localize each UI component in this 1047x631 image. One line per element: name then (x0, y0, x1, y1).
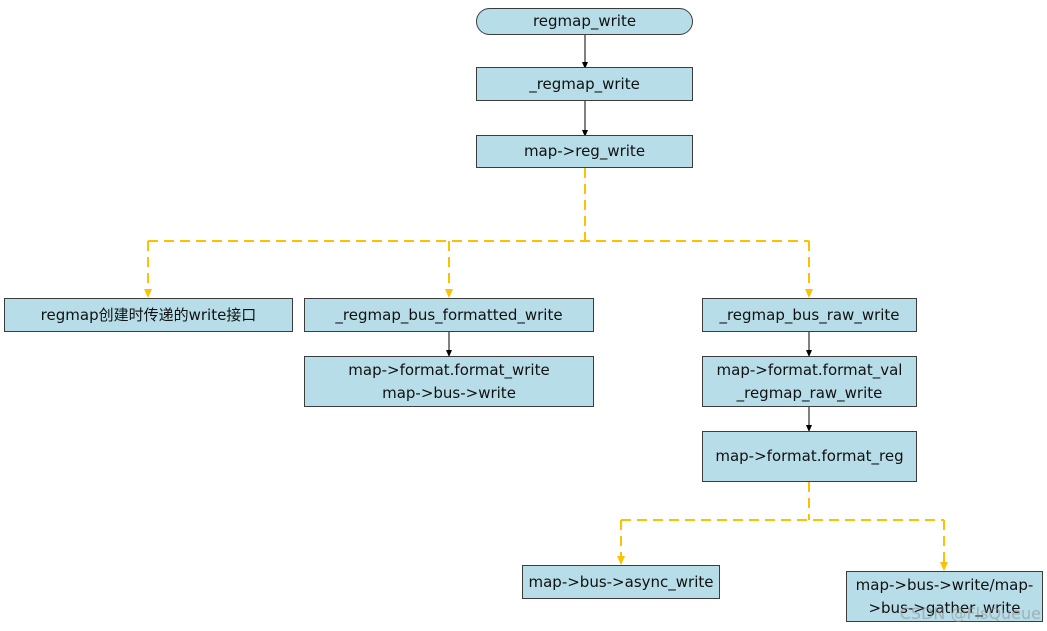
node-label-line2: _regmap_raw_write (736, 383, 883, 402)
node-label: _regmap_write (529, 74, 640, 93)
node-reg-write: map->reg_write (476, 135, 693, 168)
node-internal-regmap-write: _regmap_write (476, 67, 693, 101)
dashed-branch-format-reg (621, 482, 944, 521)
node-create-write-interface: regmap创建时传递的write接口 (4, 298, 293, 332)
dashed-branch-reg-write (148, 168, 809, 242)
node-label-line1: map->bus->write/map- (855, 575, 1034, 594)
node-regmap-write: regmap_write (476, 8, 693, 35)
node-write-gather-write: map->bus->write/map- >bus->gather_write (846, 571, 1043, 622)
node-label: _regmap_bus_formatted_write (335, 305, 563, 324)
node-async-write: map->bus->async_write (522, 565, 720, 599)
node-format-val-raw-write: map->format.format_val _regmap_raw_write (702, 356, 917, 407)
node-label: regmap创建时传递的write接口 (40, 305, 257, 324)
node-label: regmap_write (532, 12, 637, 30)
node-bus-raw-write: _regmap_bus_raw_write (702, 298, 917, 332)
node-format-reg: map->format.format_reg (702, 431, 917, 482)
node-label: _regmap_bus_raw_write (719, 305, 900, 324)
node-label-line1: map->format.format_val (716, 360, 903, 379)
node-label: map->format.format_reg (715, 447, 904, 465)
node-format-write-bus-write: map->format.format_write map->bus->write (304, 356, 594, 407)
watermark: CSDN @FlsQueue (899, 604, 1041, 623)
node-bus-formatted-write: _regmap_bus_formatted_write (304, 298, 594, 332)
node-label-line1: map->format.format_write (348, 360, 550, 379)
node-label: map->bus->async_write (528, 572, 714, 591)
node-label: map->reg_write (523, 142, 646, 160)
node-label-line2: >bus->gather_write (868, 598, 1021, 617)
node-label-line2: map->bus->write (382, 383, 516, 402)
